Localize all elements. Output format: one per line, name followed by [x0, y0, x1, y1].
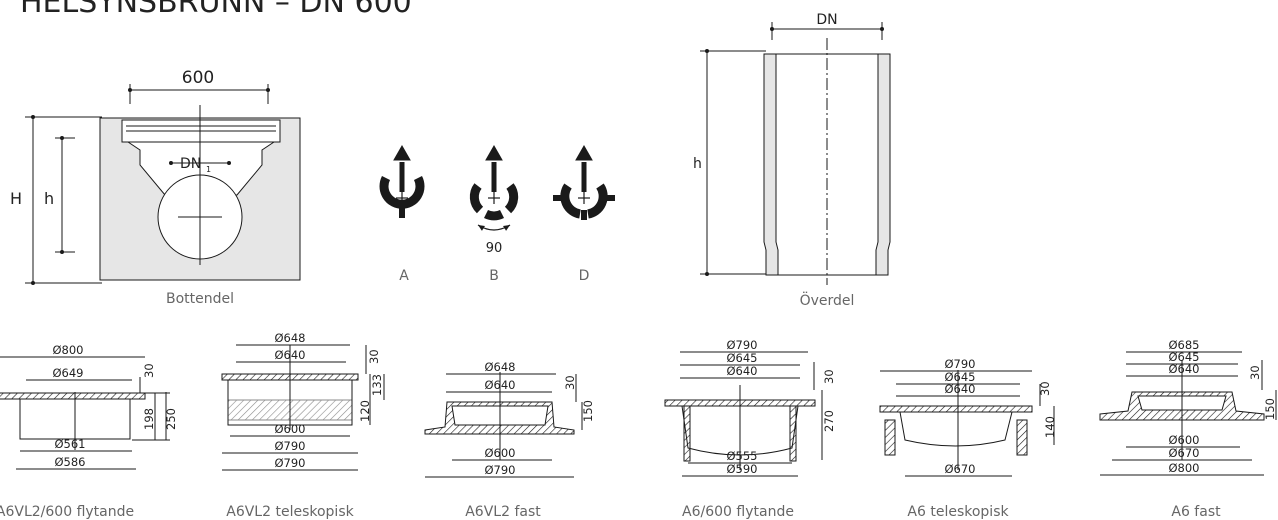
- cover1-dim-198: 198: [142, 408, 156, 430]
- cover5-dim-670: Ø670: [944, 462, 975, 476]
- cover4-dim-590: Ø590: [726, 462, 757, 476]
- cover5-dim-30: 30: [1038, 381, 1052, 396]
- cover5-caption: A6 teleskopisk: [907, 504, 1009, 520]
- cover1-dim-649: Ø649: [52, 366, 83, 380]
- page-title: HELSYNSBRUNN – DN 600: [20, 0, 412, 20]
- cover2-dim-133: 133: [370, 374, 384, 396]
- variant-b-symbol: [469, 144, 519, 231]
- variant-b-angle: 90: [486, 241, 503, 256]
- cover4-dim-30: 30: [822, 369, 836, 384]
- cover4-dim-640: Ø640: [726, 364, 757, 378]
- cover2-dim-790b: Ø790: [274, 456, 305, 470]
- cover5-dim-140: 140: [1043, 416, 1057, 438]
- cover6-dim-645: Ø645: [1168, 350, 1199, 364]
- dim-width-label: 600: [182, 68, 214, 88]
- cover3-dim-600: Ø600: [484, 446, 515, 460]
- cover6-dim-685: Ø685: [1168, 338, 1199, 352]
- dim-outlet-label: DN: [180, 156, 201, 172]
- cover5-dim-790: Ø790: [944, 357, 975, 371]
- variant-a-symbol: [379, 144, 425, 218]
- cover6-dim-600: Ø600: [1168, 433, 1199, 447]
- cover6-dim-800: Ø800: [1168, 461, 1199, 475]
- cover-a6-600-flytande: [664, 351, 823, 477]
- dim-outer-height-label: H: [10, 189, 22, 208]
- cover4-dim-645: Ø645: [726, 351, 757, 365]
- variant-d-label: D: [579, 268, 590, 284]
- cover-a6vl2-teleskopisk: [221, 344, 385, 471]
- cover1-dim-250: 250: [164, 408, 178, 430]
- cover-a6vl2-600-flytande: [0, 356, 170, 470]
- cover-a6-fast: [1099, 351, 1277, 476]
- top-part-drawing: [700, 22, 891, 285]
- top-part-caption: Överdel: [800, 291, 855, 309]
- cover1-caption: A6VL2/600 flytande: [0, 504, 134, 520]
- cover2-dim-600: Ø600: [274, 422, 305, 436]
- cover4-dim-555: Ø555: [726, 449, 757, 463]
- cover1-dim-586: Ø586: [54, 455, 85, 469]
- cover2-dim-30: 30: [367, 349, 381, 364]
- dim-outlet-subscript: 1: [206, 165, 211, 174]
- cover1-dim-561: Ø561: [54, 437, 85, 451]
- variant-a-label: A: [399, 268, 409, 284]
- cover3-dim-150: 150: [581, 400, 595, 422]
- cover3-dim-30: 30: [563, 375, 577, 390]
- variant-b-label: B: [489, 268, 499, 284]
- cover6-caption: A6 fast: [1171, 504, 1221, 520]
- dim-inner-height-label: h: [44, 189, 54, 208]
- cover4-caption: A6/600 flytande: [682, 504, 794, 520]
- cover6-dim-30: 30: [1248, 365, 1262, 380]
- bottom-part-drawing: [25, 84, 301, 284]
- cover5-dim-645: Ø645: [944, 370, 975, 384]
- cover2-caption: A6VL2 teleskopisk: [226, 504, 354, 520]
- cover3-caption: A6VL2 fast: [465, 504, 541, 520]
- cover5-dim-640: Ø640: [944, 382, 975, 396]
- cover2-dim-640: Ø640: [274, 348, 305, 362]
- cover2-dim-790a: Ø790: [274, 439, 305, 453]
- cover6-dim-640: Ø640: [1168, 362, 1199, 376]
- cover3-dim-790: Ø790: [484, 463, 515, 477]
- cover4-dim-270: 270: [822, 410, 836, 432]
- cover2-dim-648: Ø648: [274, 331, 305, 345]
- variant-d-symbol: [553, 144, 615, 220]
- bottom-part-caption: Bottendel: [166, 291, 234, 307]
- cover1-dim-30: 30: [142, 363, 156, 378]
- cover-a6vl2-fast: [424, 372, 583, 478]
- cover3-dim-640: Ø640: [484, 378, 515, 392]
- cover3-dim-648: Ø648: [484, 360, 515, 374]
- cover-a6-teleskopisk: [879, 370, 1055, 477]
- top-dim-height: h: [693, 156, 702, 172]
- top-dim-diameter: DN: [816, 12, 837, 28]
- cover6-dim-670: Ø670: [1168, 446, 1199, 460]
- cover2-dim-120: 120: [358, 400, 372, 422]
- cover1-dim-800: Ø800: [52, 343, 83, 357]
- cover4-dim-790: Ø790: [726, 338, 757, 352]
- cover6-dim-150: 150: [1263, 398, 1277, 420]
